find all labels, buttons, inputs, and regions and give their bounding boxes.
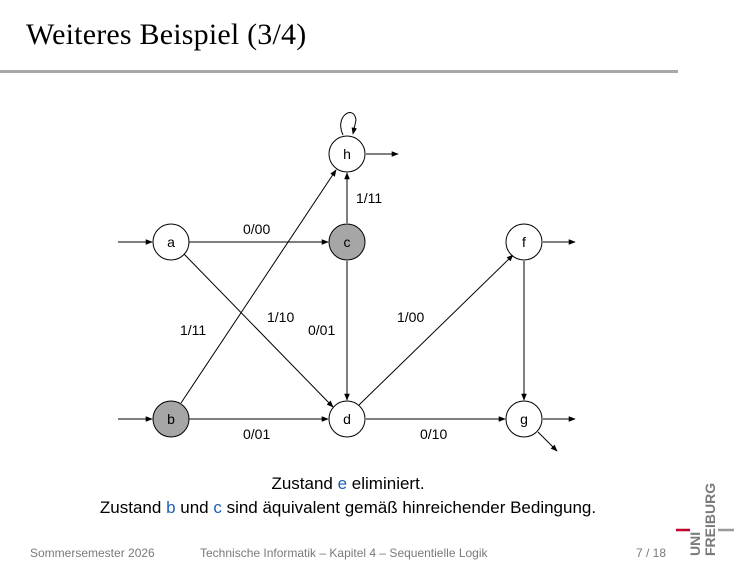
self-loop-h xyxy=(340,112,358,136)
state-d: d xyxy=(328,400,366,438)
edge-label-d-f: 1/00 xyxy=(397,309,424,325)
edge-a-d xyxy=(183,253,334,408)
state-label-d: d xyxy=(343,411,351,427)
state-h: h xyxy=(328,135,366,173)
footer-page-number: 7 / 18 xyxy=(636,546,667,560)
state-c: c xyxy=(328,223,366,261)
edge-label-d-g: 0/10 xyxy=(420,426,447,442)
footer-course: Technische Informatik – Kapitel 4 – Sequ… xyxy=(200,546,488,560)
state-label-h: h xyxy=(343,146,351,162)
state-b: b xyxy=(152,400,190,438)
exit-arrow-g-diagonal xyxy=(537,431,558,452)
edge-label-c-h: 1/11 xyxy=(356,190,382,206)
logo-text-freiburg: FREIBURG xyxy=(702,483,718,556)
edge-label-a-c: 0/00 xyxy=(243,221,270,237)
logo-text-uni: UNI xyxy=(687,532,703,556)
slide-title: Weiteres Beispiel (3/4) xyxy=(26,18,307,51)
state-g: g xyxy=(505,400,543,438)
edge-b-h xyxy=(180,169,337,404)
state-f: f xyxy=(505,223,543,261)
state-label-a: a xyxy=(167,234,175,250)
edge-label-a-d: 1/10 xyxy=(267,309,294,325)
footer-semester: Sommersemester 2026 xyxy=(30,546,155,560)
edge-label-b-h: 1/11 xyxy=(180,322,206,338)
edge-label-c-d: 0/01 xyxy=(308,322,335,338)
state-label-b: b xyxy=(167,411,175,427)
state-label-c: c xyxy=(344,234,351,250)
state-label-g: g xyxy=(520,411,528,427)
state-label-f: f xyxy=(522,234,526,250)
caption-line-2: Zustand b und c sind äquivalent gemäß hi… xyxy=(99,498,597,517)
edge-d-f xyxy=(358,254,514,406)
title-divider xyxy=(0,70,678,73)
edge-label-b-d: 0/01 xyxy=(243,426,270,442)
state-a: a xyxy=(152,223,190,261)
university-logo: UNI FREIBURG xyxy=(676,483,734,556)
caption-line-1: Zustand e eliminiert. xyxy=(271,474,425,493)
